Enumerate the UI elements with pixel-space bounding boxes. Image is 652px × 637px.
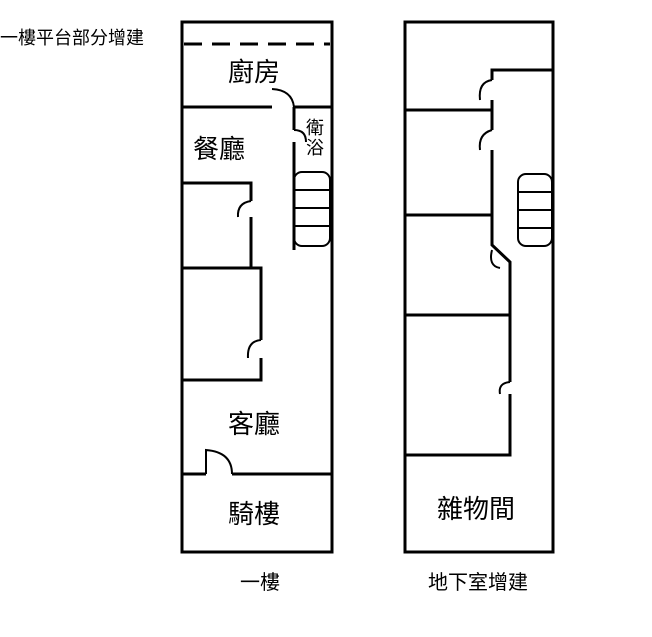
bedroom-1-wall [182, 181, 253, 268]
first-floor-plan [180, 20, 334, 554]
platform-extension-label: 一樓平台部分增建 [0, 28, 144, 49]
kitchen-label: 廚房 [228, 58, 281, 88]
basement-door-angled [490, 249, 501, 269]
bedroom-2-wall [182, 266, 263, 382]
arcade-door [205, 448, 233, 475]
basement-plan [403, 20, 555, 554]
bedroom-2-door [246, 339, 262, 359]
basement-caption: 地下室增建 [428, 570, 528, 594]
first-floor-outline [180, 20, 334, 554]
basement-door-top [478, 79, 493, 101]
living-label: 客廳 [228, 410, 281, 440]
basement-door-mid [478, 129, 493, 151]
basement-outline [403, 20, 555, 554]
bath-label: 衛浴 [303, 118, 324, 158]
dining-label: 餐廳 [193, 135, 246, 165]
basement-partition [405, 68, 553, 457]
basement-stairs [517, 173, 553, 247]
bedroom-1-door [236, 200, 252, 218]
kitchen-door [271, 88, 295, 108]
first-floor-stairs [293, 171, 331, 247]
storage-room-label: 雜物間 [437, 495, 516, 525]
arcade-label: 騎樓 [228, 500, 281, 530]
basement-door-low [498, 381, 511, 395]
first-floor-caption: 一樓 [240, 570, 280, 594]
bath-door [293, 129, 307, 143]
